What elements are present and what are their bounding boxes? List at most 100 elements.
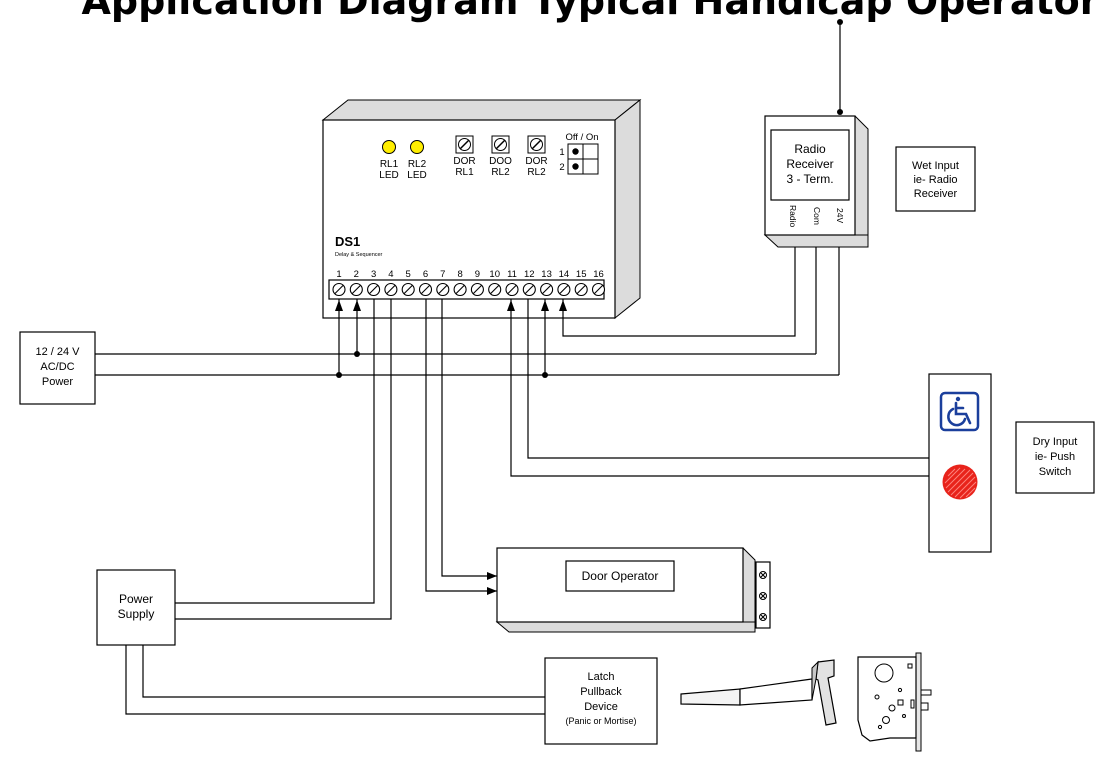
terminal-block[interactable]: [332, 282, 606, 297]
led-rl2: RL2 LED: [407, 140, 427, 181]
dry-input-box: Dry Input ie- Push Switch: [1015, 421, 1095, 494]
wet-input-box: Wet Input ie- Radio Receiver: [895, 146, 976, 212]
radio-terminal-com: Com: [812, 207, 822, 225]
wiring: [95, 247, 929, 715]
pot-dor-rl2-label-top: DOR: [525, 156, 547, 167]
led-rl1-label-bottom: LED: [379, 170, 398, 181]
terminal-number: 8: [457, 269, 462, 280]
terminal-number: 16: [593, 269, 604, 280]
latch-line4: (Panic or Mortise): [565, 716, 636, 726]
terminal-number: 3: [371, 269, 376, 280]
terminal-screw-icon[interactable]: [332, 282, 346, 297]
pot-doo-rl2-label-top: DOO: [489, 156, 512, 167]
terminal-screw-icon[interactable]: [418, 282, 433, 297]
ds1-controller: RL1 LED RL2 LED DOR RL1 DOO RL2 DOR: [321, 98, 642, 320]
dip-switch-2-toggle[interactable]: [572, 163, 579, 170]
wheelchair-figure-icon: [947, 396, 972, 427]
terminal-screw-icon[interactable]: [367, 282, 381, 297]
pot-dor-rl1-label-bottom: RL1: [455, 167, 474, 178]
terminal-number: 13: [541, 269, 552, 280]
latch-pullback-box: Latch Pullback Device (Panic or Mortise): [544, 657, 658, 745]
led-rl2-indicator: [410, 140, 424, 154]
dip-row-2-label: 2: [559, 162, 564, 173]
radio-receiver: Radio Receiver 3 - Term. Radio Com 24V: [763, 19, 869, 248]
power-supply-box: Power Supply: [96, 569, 176, 646]
terminal-screw-icon[interactable]: [591, 282, 606, 297]
pot-dor-rl2[interactable]: DOR RL2: [525, 135, 548, 178]
push-button[interactable]: [942, 464, 978, 500]
terminal-number: 4: [388, 269, 393, 280]
terminal-screw-icon[interactable]: [349, 282, 363, 297]
terminal-screw-icon[interactable]: [505, 282, 519, 297]
dry-input-line3: Switch: [1039, 466, 1071, 478]
dip-switch-1-toggle[interactable]: [572, 148, 579, 155]
terminal-screw-icon[interactable]: [436, 282, 450, 297]
terminal-screw-icon[interactable]: [470, 282, 484, 297]
terminal-screw-icon[interactable]: [557, 282, 571, 297]
radio-terminal-24v: 24V: [835, 208, 845, 223]
mounting-screw-icons: [759, 571, 767, 621]
terminal-number: 12: [524, 269, 535, 280]
led-rl2-label-top: RL2: [408, 159, 427, 170]
led-rl1-label-top: RL1: [380, 159, 399, 170]
terminal-number: 5: [406, 269, 411, 280]
push-switch: [928, 373, 992, 553]
dip-row-1-label: 1: [559, 147, 564, 158]
latch-line1: Latch: [588, 671, 615, 683]
power-line3: Power: [42, 376, 74, 388]
wet-input-line1: Wet Input: [912, 160, 959, 172]
led-rl2-label-bottom: LED: [407, 170, 426, 181]
panic-bar-icon: [680, 659, 837, 726]
terminal-screw-icon[interactable]: [522, 282, 536, 297]
terminal-screw-icon[interactable]: [540, 282, 554, 297]
latch-line2: Pullback: [580, 686, 622, 698]
pot-doo-rl2-label-bottom: RL2: [491, 167, 510, 178]
mortise-lock-icon: [857, 652, 932, 752]
controller-name: DS1: [335, 234, 360, 249]
power-line2: AC/DC: [40, 361, 74, 373]
pot-dor-rl1[interactable]: DOR RL1: [453, 135, 476, 178]
pot-doo-rl2[interactable]: DOO RL2: [489, 135, 512, 178]
radio-receiver-line3: 3 - Term.: [786, 172, 833, 186]
radio-terminal-radio: Radio: [788, 205, 798, 227]
latch-line3: Device: [584, 701, 618, 713]
terminal-number: 14: [559, 269, 570, 280]
pot-dor-rl1-label-top: DOR: [453, 156, 475, 167]
power-line1: 12 / 24 V: [35, 346, 80, 358]
dip-switch-label: Off / On: [565, 132, 598, 143]
wet-input-line3: Receiver: [914, 188, 958, 200]
radio-receiver-line1: Radio: [794, 142, 826, 156]
led-rl1-indicator: [382, 140, 396, 154]
dry-input-line1: Dry Input: [1033, 436, 1078, 448]
terminal-screw-icon[interactable]: [401, 282, 415, 297]
terminal-number: 11: [507, 269, 517, 280]
controller-subtitle: Delay & Sequencer: [335, 252, 383, 258]
led-rl1: RL1 LED: [379, 140, 399, 181]
pot-dor-rl2-label-bottom: RL2: [527, 167, 546, 178]
terminal-screw-icon[interactable]: [384, 282, 398, 297]
power-source-box: 12 / 24 V AC/DC Power: [19, 331, 96, 405]
terminal-number: 2: [354, 269, 359, 280]
wet-input-line2: ie- Radio: [913, 174, 957, 186]
page-title: Application Diagram Typical Handicap Ope…: [81, 0, 1098, 23]
terminal-number: 15: [576, 269, 587, 280]
dip-switch[interactable]: Off / On 1 2: [559, 132, 599, 175]
terminal-screw-icon[interactable]: [488, 282, 502, 297]
door-operator: Door Operator: [495, 547, 771, 633]
terminal-screw-icon[interactable]: [453, 282, 467, 297]
terminal-number: 6: [423, 269, 428, 280]
antenna-junction-icon: [837, 109, 843, 115]
power-supply-line2: Supply: [118, 607, 155, 621]
door-operator-label: Door Operator: [582, 569, 659, 583]
terminal-screw-icon[interactable]: [574, 282, 588, 297]
antenna-tip-icon: [837, 19, 843, 25]
radio-receiver-line2: Receiver: [786, 157, 833, 171]
dry-input-line2: ie- Push: [1035, 451, 1075, 463]
terminal-number: 9: [475, 269, 480, 280]
terminal-number: 1: [336, 269, 341, 280]
terminal-number: 7: [440, 269, 445, 280]
power-supply-line1: Power: [119, 592, 153, 606]
terminal-number: 10: [489, 269, 500, 280]
